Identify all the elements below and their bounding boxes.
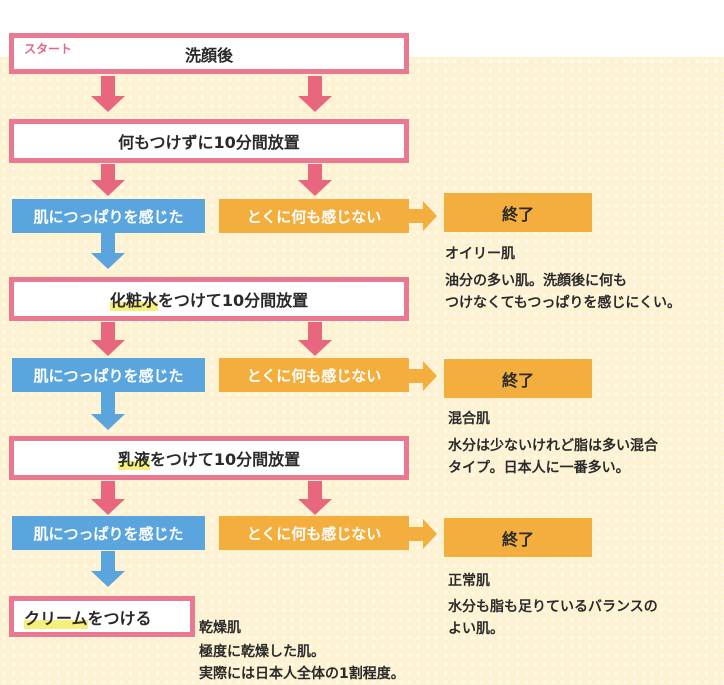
- step-text: 洗顔後: [184, 45, 233, 65]
- highlight-text: クリーム: [24, 604, 88, 629]
- end-box: 終了: [444, 359, 592, 398]
- skin-type-oily: オイリー肌: [445, 246, 515, 262]
- end-box: 終了: [444, 193, 592, 232]
- start-label: スタート: [24, 42, 73, 56]
- skin-type-dry: 乾燥肌: [199, 620, 241, 636]
- branch-nothing: とくに何も感じない: [219, 516, 409, 550]
- down-arrow: [298, 76, 332, 112]
- description-line: 油分の多い肌。洗顔後に何も: [445, 273, 627, 289]
- down-arrow: [91, 76, 125, 112]
- down-arrow: [298, 481, 332, 515]
- step-cream: クリームをつける: [9, 596, 195, 637]
- description-line: よい肌。: [448, 621, 504, 637]
- branch-tight: 肌につっぱりを感じた: [12, 199, 205, 233]
- step-nothing-10min: 何もつけずに10分間放置: [9, 119, 409, 163]
- step-milk-10min: 乳液をつけて10分間放置: [9, 436, 409, 480]
- step-text: をつけて10分間放置: [157, 291, 309, 310]
- step-text: 何もつけずに10分間放置: [118, 133, 300, 152]
- highlight-text: 化粧水: [109, 287, 158, 311]
- step-lotion-10min: 化粧水をつけて10分間放置: [9, 277, 409, 321]
- description-line: 実際には日本人全体の1割程度。: [199, 666, 405, 682]
- branch-tight: 肌につっぱりを感じた: [12, 516, 205, 550]
- skin-type-description: 水分も脂も足りているバランスの よい肌。: [448, 596, 658, 640]
- right-arrow: [409, 361, 437, 391]
- down-arrow: [91, 392, 125, 430]
- description-line: 極度に乾燥した肌。: [199, 644, 325, 660]
- right-arrow: [409, 519, 437, 549]
- down-arrow: [91, 551, 125, 587]
- down-arrow: [298, 164, 332, 196]
- step-after-face-wash: スタート 洗顔後: [9, 33, 409, 74]
- step-text: をつけて10分間放置: [149, 450, 301, 469]
- branch-nothing: とくに何も感じない: [219, 199, 409, 233]
- skin-type-normal: 正常肌: [448, 573, 490, 589]
- skin-type-description: 極度に乾燥した肌。 実際には日本人全体の1割程度。: [199, 641, 405, 685]
- right-arrow: [409, 201, 437, 231]
- description-line: 水分は少ないけれど脂は多い混合: [448, 438, 658, 454]
- down-arrow: [298, 322, 332, 356]
- highlight-text: 乳液: [117, 446, 150, 470]
- down-arrow: [91, 164, 125, 196]
- branch-nothing: とくに何も感じない: [219, 358, 409, 392]
- branch-tight: 肌につっぱりを感じた: [12, 358, 205, 392]
- description-line: 水分も脂も足りているバランスの: [448, 599, 658, 615]
- skin-type-combination: 混合肌: [448, 411, 490, 427]
- description-line: つけなくてもつっぱりを感じにくい。: [445, 295, 682, 311]
- down-arrow: [91, 481, 125, 515]
- step-text: をつける: [87, 608, 152, 628]
- down-arrow: [91, 233, 125, 269]
- description-line: タイプ。日本人に一番多い。: [448, 460, 630, 476]
- end-box: 終了: [444, 518, 592, 557]
- skin-type-description: 油分の多い肌。洗顔後に何も つけなくてもつっぱりを感じにくい。: [445, 270, 681, 314]
- skin-type-description: 水分は少ないけれど脂は多い混合 タイプ。日本人に一番多い。: [448, 435, 658, 479]
- down-arrow: [91, 322, 125, 356]
